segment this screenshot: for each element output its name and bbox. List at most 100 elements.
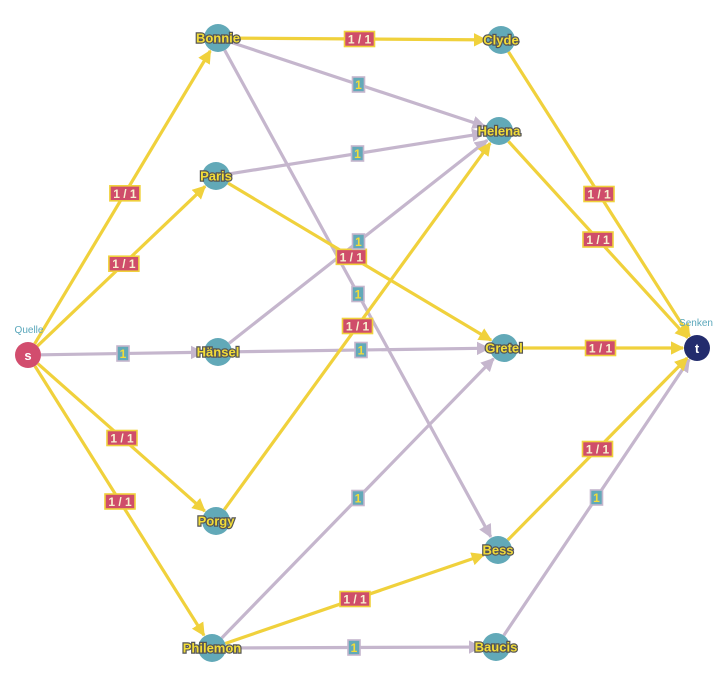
- edge-label-box: [582, 231, 614, 248]
- edge-label-box: [343, 30, 376, 48]
- edge-label-box: [335, 248, 368, 266]
- edge-label-box: [351, 76, 366, 93]
- edge-label-box: [351, 233, 366, 250]
- node-porgy: Porgy: [196, 507, 236, 535]
- edge-label-text: 1 / 1: [112, 257, 136, 271]
- edge-label-text: 1: [355, 492, 362, 506]
- edge-label-box: [354, 341, 368, 359]
- edge-label-porgy-helena: 1 / 1: [341, 317, 374, 335]
- edge-label-text: 1: [354, 147, 361, 161]
- edge-label-box: [581, 440, 614, 458]
- edge-label-paris-helena: 1: [350, 145, 365, 162]
- edge-label-gretel-t: 1 / 1: [584, 339, 617, 357]
- node-circle-gretel: [490, 334, 518, 362]
- node-letter-s: s: [24, 348, 31, 363]
- edge-label-text: 1 / 1: [589, 342, 613, 356]
- node-circle-bess: [484, 536, 512, 564]
- node-label-paris: Paris: [200, 169, 232, 184]
- node-circle-clyde: [487, 26, 515, 54]
- edge-label-text: 1 / 1: [586, 443, 610, 457]
- edge-label-box: [104, 493, 136, 510]
- edge-label-bess-t: 1 / 1: [581, 440, 614, 458]
- edge-label-text: 1 / 1: [343, 593, 367, 607]
- edge-label-baucis-t: 1: [589, 489, 604, 506]
- edge-label-text: 1 / 1: [586, 233, 610, 247]
- edge-label-text: 1: [355, 78, 362, 92]
- edge-label-box: [589, 489, 604, 506]
- node-circle-paris: [202, 162, 230, 190]
- edge-label-text: 1 / 1: [108, 495, 132, 509]
- node-label-bess: Bess: [482, 543, 513, 558]
- edge-label-s-porgy: 1 / 1: [106, 429, 138, 447]
- node-circle-porgy: [202, 507, 230, 535]
- node-bess: Bess: [481, 536, 515, 564]
- node-label-bonnie: Bonnie: [196, 31, 240, 46]
- node-circle-hansel: [204, 338, 232, 366]
- edge-label-box: [106, 429, 138, 447]
- node-clyde: Clyde: [482, 26, 520, 54]
- edge-label-bonnie-clyde: 1 / 1: [343, 30, 376, 48]
- edge-label-text: 1: [358, 344, 365, 358]
- node-label-porgy: Porgy: [198, 514, 236, 529]
- edge-label-box: [583, 185, 615, 203]
- node-letter-t: t: [695, 341, 700, 356]
- node-label-helena: Helena: [478, 124, 521, 139]
- node-label-philemon: Philemon: [183, 641, 242, 656]
- edge-label-box: [109, 185, 141, 202]
- node-bonnie: Bonnie: [195, 24, 241, 52]
- edge-label-bonnie-helena: 1: [351, 76, 366, 93]
- edge-label-s-bonnie: 1 / 1: [109, 185, 141, 202]
- edge-label-box: [351, 285, 365, 303]
- node-circle-s: [15, 342, 41, 368]
- nodes-layer: s Quelle t Senken BonnieParisHänselPorgyPhil…: [15, 24, 713, 662]
- node-helena: Helena: [476, 117, 522, 145]
- edge-label-text: 1: [351, 641, 358, 655]
- edge-label-box: [347, 639, 361, 656]
- edge-label-text: 1 / 1: [113, 187, 137, 201]
- edge-label-paris-gretel: 1 / 1: [335, 248, 368, 266]
- edge-label-hansel-gretel: 1: [354, 341, 368, 359]
- node-label-baucis: Baucis: [475, 640, 518, 655]
- node-label-hansel: Hänsel: [197, 345, 240, 360]
- edge-label-text: 1 / 1: [587, 188, 611, 202]
- edge-label-text: 1: [593, 491, 600, 505]
- node-role-t: Senken: [679, 318, 713, 329]
- node-circle-helena: [485, 117, 513, 145]
- edge-label-hansel-helena: 1: [351, 233, 366, 250]
- edge-label-philemon-baucis: 1: [347, 639, 361, 656]
- edge-label-philemon-gretel: 1: [351, 489, 365, 507]
- edge-label-text: 1 / 1: [346, 320, 370, 334]
- edge-label-box: [351, 489, 365, 507]
- edge-label-text: 1: [355, 288, 362, 302]
- edge-label-s-paris: 1 / 1: [108, 255, 140, 273]
- node-circle-t: [684, 335, 710, 361]
- edge-label-text: 1: [355, 235, 362, 249]
- node-role-s: Quelle: [15, 325, 44, 336]
- node-s: s Quelle: [15, 325, 44, 368]
- edge-label-box: [341, 317, 374, 335]
- edge-label-s-hansel: 1: [116, 345, 130, 362]
- edge-label-bonnie-bess: 1: [351, 285, 365, 303]
- node-label-gretel: Gretel: [485, 341, 523, 356]
- edge-label-philemon-bess: 1 / 1: [339, 590, 371, 608]
- edge-label-box: [116, 345, 130, 362]
- edge-label-box: [339, 590, 371, 608]
- node-t: t Senken: [679, 318, 713, 361]
- node-gretel: Gretel: [484, 334, 524, 362]
- node-circle-bonnie: [204, 24, 232, 52]
- edge-label-s-philemon: 1 / 1: [104, 493, 136, 510]
- edge-label-clyde-t: 1 / 1: [583, 185, 615, 203]
- edge-label-text: 1 / 1: [110, 432, 134, 446]
- edge-label-box: [584, 339, 617, 357]
- node-baucis: Baucis: [473, 633, 519, 661]
- edge-label-text: 1: [120, 347, 127, 361]
- edge-label-text: 1 / 1: [348, 33, 372, 47]
- node-label-clyde: Clyde: [483, 33, 518, 48]
- node-paris: Paris: [199, 162, 233, 190]
- edge-label-text: 1 / 1: [340, 250, 364, 264]
- edge-label-helena-t: 1 / 1: [582, 231, 614, 248]
- node-circle-baucis: [482, 633, 510, 661]
- node-philemon: Philemon: [182, 634, 243, 662]
